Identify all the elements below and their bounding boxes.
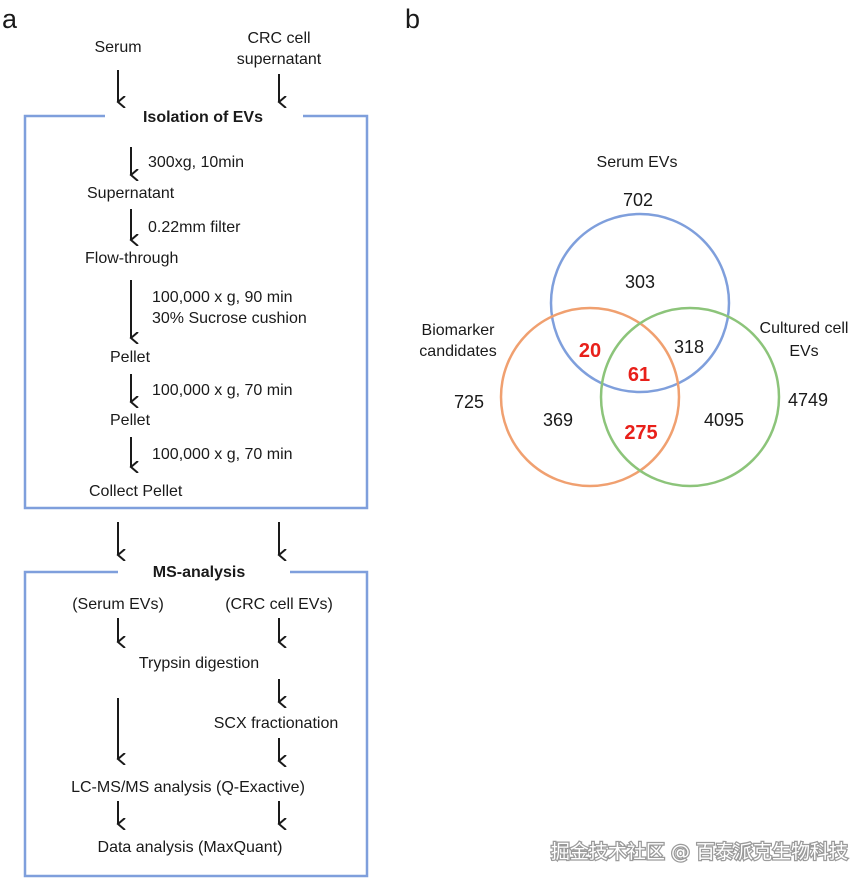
region-serum-only: 303 xyxy=(625,272,655,292)
input-crc-label-line1: CRC cell xyxy=(247,30,310,47)
cultured-set-label-line1: Cultured cell xyxy=(760,320,849,337)
serum-evs-label: (Serum EVs) xyxy=(72,596,164,613)
scx-label: SCX fractionation xyxy=(214,715,339,732)
region-cultured-only: 4095 xyxy=(704,410,744,430)
panel-label-b: b xyxy=(405,4,420,34)
region-serum-cultured: 318 xyxy=(674,337,704,357)
pellet1-label: Pellet xyxy=(110,349,151,366)
isolation-box xyxy=(23,114,369,510)
pellet2-label: Pellet xyxy=(110,412,151,429)
collect-pellet-label: Collect Pellet xyxy=(89,483,183,500)
serum-evs-set-label: Serum EVs xyxy=(597,154,678,171)
biomarker-set-label-line1: Biomarker xyxy=(422,322,496,339)
cultured-total: 4749 xyxy=(788,390,828,410)
region-all-three: 61 xyxy=(628,364,650,386)
supernatant-label: Supernatant xyxy=(87,185,175,202)
input-crc-label-line2: supernatant xyxy=(237,51,322,68)
venn-circle-cultured-cell-evs xyxy=(599,306,781,488)
watermark-text: 掘金技术社区 @ 百泰派克生物科技 xyxy=(551,841,848,863)
ms-analysis-box xyxy=(23,570,369,878)
serum-evs-total: 702 xyxy=(623,190,653,210)
trypsin-label: Trypsin digestion xyxy=(139,655,259,672)
step3-label-line1: 100,000 x g, 90 min xyxy=(152,289,293,306)
panel-label-a: a xyxy=(2,4,18,34)
biomarker-total: 725 xyxy=(454,392,484,412)
biomarker-set-label-line2: candidates xyxy=(419,343,496,360)
crc-evs-label: (CRC cell EVs) xyxy=(225,596,333,613)
lcms-label: LC-MS/MS analysis (Q-Exactive) xyxy=(71,779,305,796)
step4-label: 100,000 x g, 70 min xyxy=(152,382,293,399)
venn-diagram: Serum EVs 702 Biomarker candidates 725 C… xyxy=(419,154,849,488)
cultured-set-label-line2: EVs xyxy=(789,343,818,360)
region-biomarker-only: 369 xyxy=(543,410,573,430)
input-serum-label: Serum xyxy=(94,39,141,56)
step2-label: 0.22mm filter xyxy=(148,219,241,236)
flow-through-label: Flow-through xyxy=(85,250,178,267)
ms-analysis-title: MS-analysis xyxy=(153,564,246,581)
step1-label: 300xg, 10min xyxy=(148,154,244,171)
venn-circle-biomarker-candidates xyxy=(499,306,681,488)
step3-label-line2: 30% Sucrose cushion xyxy=(152,310,307,327)
isolation-title: Isolation of EVs xyxy=(143,109,263,126)
venn-circle-serum-evs xyxy=(549,212,731,394)
step5-label: 100,000 x g, 70 min xyxy=(152,446,293,463)
flowchart: Serum CRC cell supernatant Isolation of … xyxy=(23,30,369,878)
region-serum-biomarker: 20 xyxy=(579,340,601,362)
region-biomarker-cultured: 275 xyxy=(624,422,657,444)
data-analysis-label: Data analysis (MaxQuant) xyxy=(98,839,283,856)
